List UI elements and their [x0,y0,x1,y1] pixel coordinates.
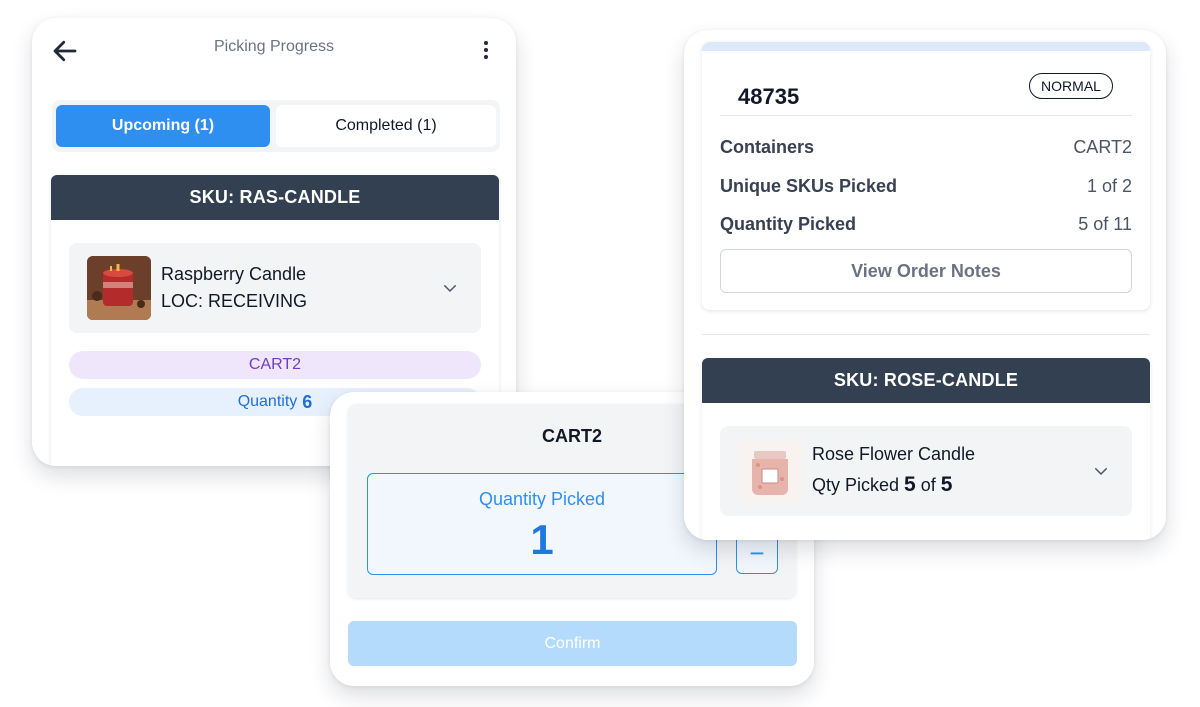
item-qty-picked: Qty Picked 5 of 5 [812,473,952,497]
sku-header-rose: SKU: ROSE-CANDLE [702,358,1150,403]
container-title: CART2 [541,426,602,446]
order-summary-panel: 48735 NORMAL Containers CART2 Unique SKU… [702,42,1150,310]
view-order-notes-button[interactable]: View Order Notes [720,249,1132,293]
qty-picked-prefix: Qty Picked [812,475,900,495]
quantity-pill-label: Quantity [237,393,298,410]
confirm-button[interactable]: Confirm [348,621,797,666]
sku-header: SKU: RAS-CANDLE [51,175,499,220]
sku-panel-rose: SKU: ROSE-CANDLE Rose Flower Candle Qty … [702,358,1150,540]
candle-jar-thumbnail [738,439,802,503]
tab-bar: Upcoming (1) Completed (1) [52,100,500,152]
unique-skus-label: Unique SKUs Picked [720,176,898,196]
summary-accent-strip [702,42,1150,51]
container-pill: CART2 [69,351,481,379]
item-row[interactable]: Raspberry Candle LOC: RECEIVING [69,243,481,333]
back-arrow-icon[interactable] [50,36,80,66]
quantity-picked-row-value: 5 of 11 [1078,214,1132,234]
quantity-picked-row-label: Quantity Picked [720,214,857,234]
more-options-icon[interactable] [476,38,496,64]
quantity-picked-field[interactable]: Quantity Picked 1 [367,473,717,575]
order-number: 48735 [738,84,800,109]
quantity-pill-value: 6 [302,391,313,412]
tab-upcoming[interactable]: Upcoming (1) [56,105,270,147]
item-name-rose: Rose Flower Candle [812,444,976,464]
priority-badge: NORMAL [1029,73,1113,99]
item-location: LOC: RECEIVING [161,291,308,311]
top-bar: Picking Progress [32,18,516,80]
unique-skus-value: 1 of 2 [1086,176,1132,196]
page-title: Picking Progress [213,38,335,55]
item-row-rose[interactable]: Rose Flower Candle Qty Picked 5 of 5 [720,426,1132,516]
quantity-picked-value: 1 [530,516,554,563]
containers-label: Containers [720,137,815,157]
qty-picked-count: 5 [904,473,916,496]
section-divider [702,334,1150,335]
chevron-down-icon[interactable] [1092,462,1110,480]
qty-of-word: of [920,475,936,495]
quantity-picked-label: Quantity Picked [478,489,606,509]
containers-value: CART2 [1073,137,1132,157]
candle-thumbnail [87,256,151,320]
divider [720,115,1132,116]
tab-completed[interactable]: Completed (1) [276,105,496,147]
chevron-down-icon[interactable] [441,279,459,297]
qty-total-count: 5 [940,473,953,496]
order-detail-card: 48735 NORMAL Containers CART2 Unique SKU… [684,30,1166,540]
item-name: Raspberry Candle [161,264,307,284]
